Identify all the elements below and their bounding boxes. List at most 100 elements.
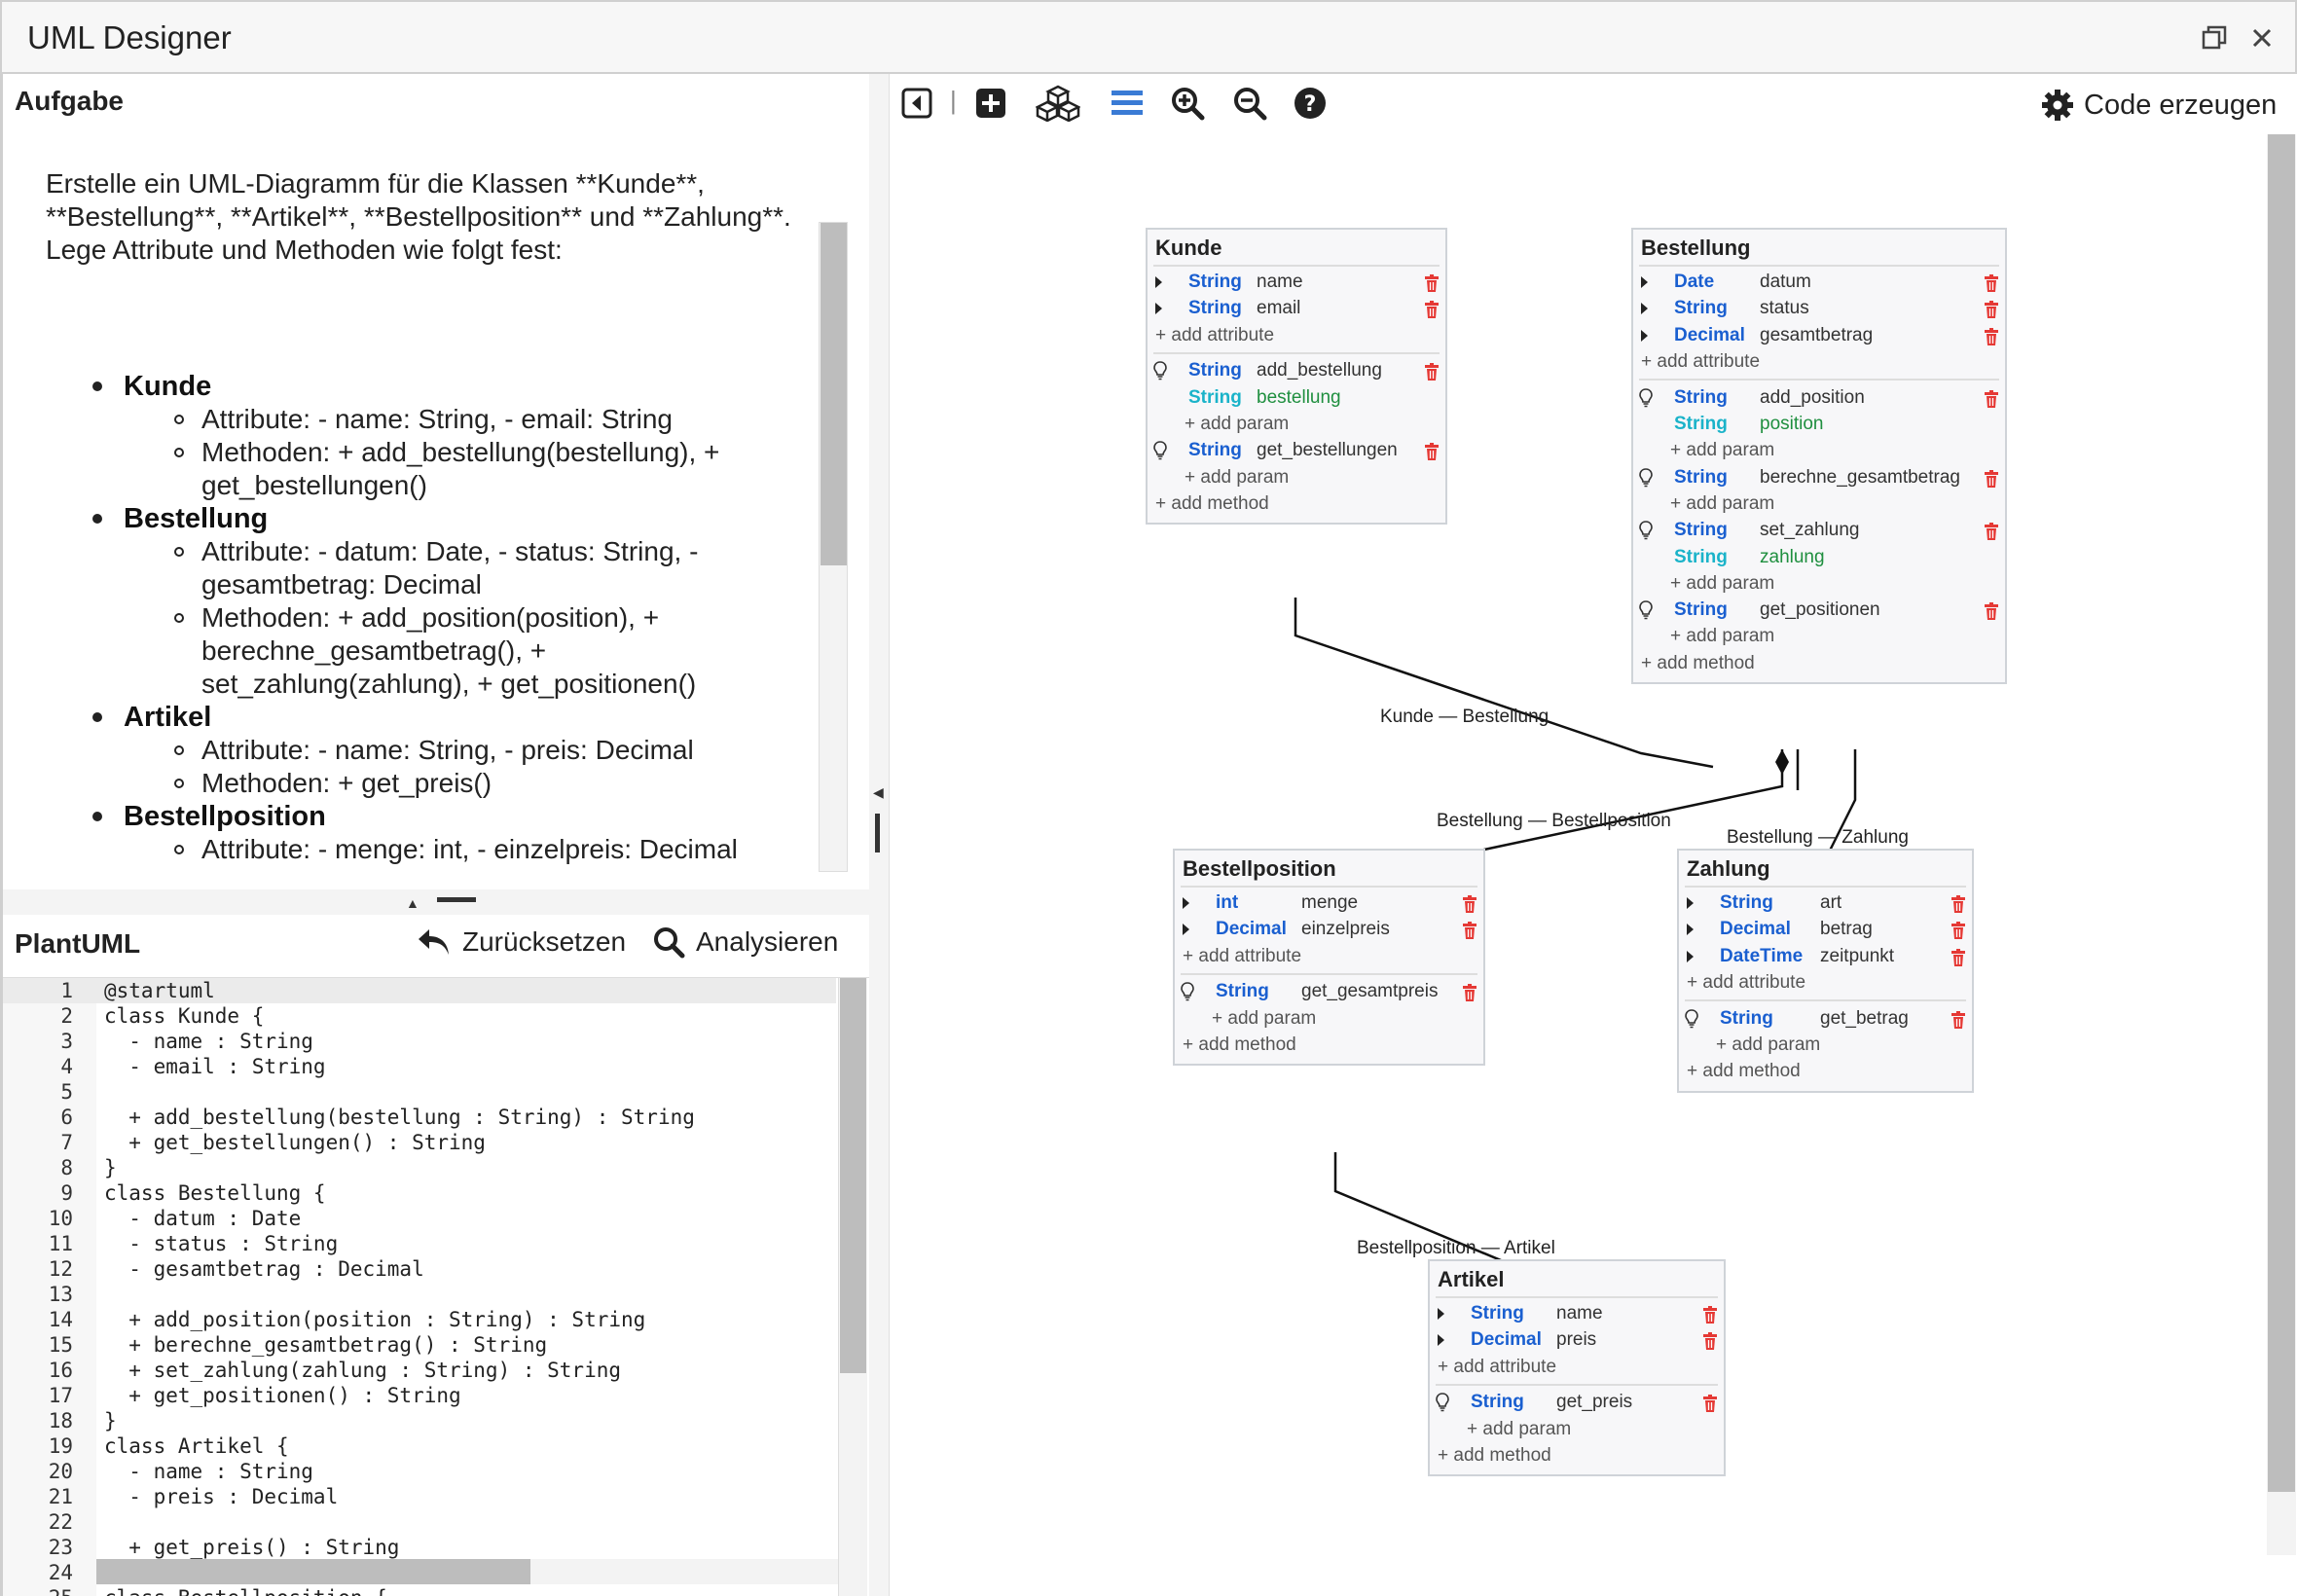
reset-button[interactable]: Zurücksetzen [416,921,626,963]
method-name[interactable]: get_positionen [1760,599,1880,621]
association-label[interactable]: Kunde — Bestellung [1380,707,1550,727]
code-text[interactable]: + berechne_gesamtbetrag() : String [104,1333,548,1357]
add-attribute-link[interactable]: + add attribute [1633,348,2005,375]
help-icon[interactable]: ? [1289,82,1331,125]
attribute-type[interactable]: Date [1674,272,1715,292]
restore-window-icon[interactable] [2198,21,2231,54]
add-param-link[interactable]: + add param [1430,1416,1724,1442]
attribute-name[interactable]: status [1760,298,1809,319]
expand-caret-icon[interactable] [1687,924,1694,936]
code-line[interactable]: 17 + get_positionen() : String [3,1383,836,1408]
code-text[interactable]: class Bestellung { [104,1181,326,1205]
code-line[interactable]: 15 + berechne_gesamtbetrag() : String [3,1332,836,1358]
attribute-type[interactable]: String [1674,298,1728,319]
add-param-link[interactable]: + add param [1148,464,1445,490]
expand-caret-icon[interactable] [1641,329,1648,342]
attribute-name[interactable]: art [1820,892,1842,913]
add-method-link[interactable]: + add method [1430,1442,1724,1469]
code-line[interactable]: 23 + get_preis() : String [3,1535,836,1560]
code-text[interactable]: @startuml [104,979,215,1002]
attribute-row[interactable]: String name [1148,269,1445,295]
delete-attribute-icon[interactable] [1951,948,1966,974]
vertical-splitter[interactable]: ◀ [869,74,889,1596]
code-text[interactable]: + add_position(position : String) : Stri… [104,1308,646,1331]
collapse-panel-icon[interactable] [895,82,938,125]
attribute-name[interactable]: zeitpunkt [1820,945,1895,966]
lightbulb-icon[interactable] [1153,441,1167,468]
code-line[interactable]: 1@startuml [3,978,836,1003]
code-line[interactable]: 21 - preis : Decimal [3,1484,836,1509]
code-text[interactable]: - gesamtbetrag : Decimal [104,1257,424,1281]
add-method-link[interactable]: + add method [1148,490,1445,517]
expand-caret-icon[interactable] [1641,303,1648,315]
code-line[interactable]: 16 + set_zahlung(zahlung : String) : Str… [3,1358,836,1383]
expand-caret-icon[interactable] [1155,276,1162,288]
attribute-type[interactable]: DateTime [1720,945,1804,966]
code-line[interactable]: 20 - name : String [3,1459,836,1484]
add-attribute-link[interactable]: + add attribute [1430,1354,1724,1380]
close-window-icon[interactable] [2245,21,2279,54]
add-attribute-label[interactable]: + add attribute [1687,971,1806,993]
attribute-type[interactable]: String [1471,1303,1524,1324]
class-name[interactable]: Zahlung [1687,856,1770,881]
lightbulb-icon[interactable] [1639,600,1653,628]
attribute-name[interactable]: name [1257,272,1303,292]
delete-method-icon[interactable] [1984,389,1999,416]
delete-method-icon[interactable] [1951,1010,1966,1036]
expand-caret-icon[interactable] [1183,897,1189,909]
code-text[interactable]: + get_preis() : String [104,1536,400,1559]
delete-attribute-icon[interactable] [1984,327,1999,353]
code-line[interactable]: 22 [3,1509,836,1535]
code-line[interactable]: 12 - gesamtbetrag : Decimal [3,1256,836,1282]
method-return-type[interactable]: String [1674,599,1728,621]
lightbulb-icon[interactable] [1639,521,1653,548]
association-label[interactable]: Bestellposition — Artikel [1357,1238,1555,1258]
delete-method-icon[interactable] [1984,522,1999,548]
diagram-canvas[interactable]: Kunde — Bestellung Bestellung — Bestellp… [890,134,2267,1596]
add-method-label[interactable]: + add method [1438,1445,1551,1467]
attribute-type[interactable]: String [1188,272,1242,292]
add-method-label[interactable]: + add method [1641,652,1755,673]
task-scrollbar-thumb[interactable] [820,223,847,565]
code-text[interactable]: + get_positionen() : String [104,1384,461,1407]
param-name[interactable]: zahlung [1760,546,1825,567]
method-name[interactable]: get_betrag [1820,1007,1909,1029]
attribute-name[interactable]: gesamtbetrag [1760,324,1874,345]
add-param-label[interactable]: + add param [1212,1007,1317,1029]
code-text[interactable]: + set_zahlung(zahlung : String) : String [104,1359,622,1382]
association-label[interactable]: Bestellung — Zahlung [1727,827,1909,848]
code-text[interactable]: - name : String [104,1460,313,1483]
editor-horizontal-scrollbar[interactable] [96,1559,838,1584]
delete-attribute-icon[interactable] [1984,273,1999,300]
attribute-name[interactable]: einzelpreis [1301,919,1390,940]
attribute-name[interactable]: datum [1760,272,1811,292]
delete-method-icon[interactable] [1424,362,1440,388]
delete-method-icon[interactable] [1424,442,1440,468]
horizontal-splitter[interactable]: ▲ [3,889,872,915]
association-label[interactable]: Bestellung — Bestellposition [1437,811,1671,831]
param-type[interactable]: String [1674,414,1728,435]
add-param-label[interactable]: + add param [1185,414,1290,435]
code-text[interactable]: + get_bestellungen() : String [104,1131,486,1154]
delete-method-icon[interactable] [1702,1394,1718,1420]
code-text[interactable]: + add_bestellung(bestellung : String) : … [104,1106,695,1129]
add-param-label[interactable]: + add param [1670,440,1775,461]
